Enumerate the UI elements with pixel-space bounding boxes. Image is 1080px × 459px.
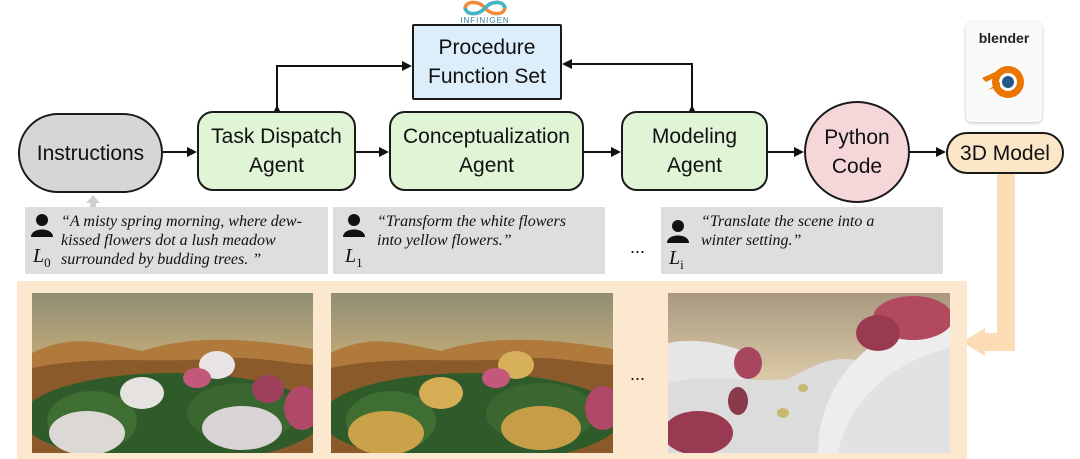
procedure-function-set-label: Procedure Function Set bbox=[428, 36, 546, 88]
instruction-text-0: “A misty spring morning, where dew- kiss… bbox=[61, 213, 302, 268]
user-icon bbox=[31, 214, 53, 237]
arrow-modeling-procedure bbox=[562, 59, 697, 115]
instruction-label-i: Li bbox=[669, 247, 684, 272]
infinigen-logo: INFINIGEN bbox=[455, 0, 515, 26]
modeling-agent-node: Modeling Agent bbox=[621, 111, 768, 191]
blender-logo: blender bbox=[966, 22, 1042, 122]
model-to-renders-connector bbox=[985, 172, 1015, 351]
render-image-spring-white bbox=[32, 293, 313, 453]
conceptualization-agent-node: Conceptualization Agent bbox=[389, 111, 584, 191]
infinigen-wordmark: INFINIGEN bbox=[460, 16, 510, 25]
steps-ellipsis: ... bbox=[630, 237, 646, 257]
up-arrow-icon bbox=[86, 195, 100, 209]
modeling-agent-label: Modeling Agent bbox=[651, 125, 738, 177]
python-code-label: Python Code bbox=[824, 126, 890, 178]
infinity-logo-icon bbox=[463, 0, 507, 16]
3d-model-node: 3D Model bbox=[946, 132, 1064, 174]
instruction-label-0: L0 bbox=[33, 245, 51, 270]
instruction-note-i: Li “Translate the scene into a winter se… bbox=[661, 207, 943, 274]
3d-model-label: 3D Model bbox=[960, 141, 1050, 165]
instruction-note-0: L0 “A misty spring morning, where dew- k… bbox=[25, 207, 328, 274]
task-dispatch-agent-label: Task Dispatch Agent bbox=[211, 125, 342, 177]
task-dispatch-agent-node: Task Dispatch Agent bbox=[197, 111, 356, 191]
renders-ellipsis: ... bbox=[630, 364, 646, 384]
instructions-node: Instructions bbox=[18, 113, 163, 193]
instruction-note-1: L1 “Transform the white flowers into yel… bbox=[333, 207, 605, 274]
user-icon bbox=[667, 220, 689, 243]
instructions-label: Instructions bbox=[36, 141, 145, 165]
blender-logo-icon bbox=[982, 66, 1024, 98]
instruction-text-i: “Translate the scene into a winter setti… bbox=[701, 213, 875, 249]
render-image-winter bbox=[668, 293, 950, 453]
user-icon bbox=[343, 214, 365, 237]
arrow-dispatch-procedure bbox=[272, 61, 412, 115]
instruction-label-1: L1 bbox=[345, 245, 363, 270]
python-code-node: Python Code bbox=[804, 101, 910, 203]
blender-wordmark: blender bbox=[978, 30, 1030, 46]
render-image-spring-yellow bbox=[331, 293, 613, 453]
conceptualization-agent-label: Conceptualization Agent bbox=[403, 125, 570, 177]
procedure-function-set-node: Procedure Function Set bbox=[412, 24, 562, 100]
instruction-text-1: “Transform the white flowers into yellow… bbox=[377, 213, 566, 249]
